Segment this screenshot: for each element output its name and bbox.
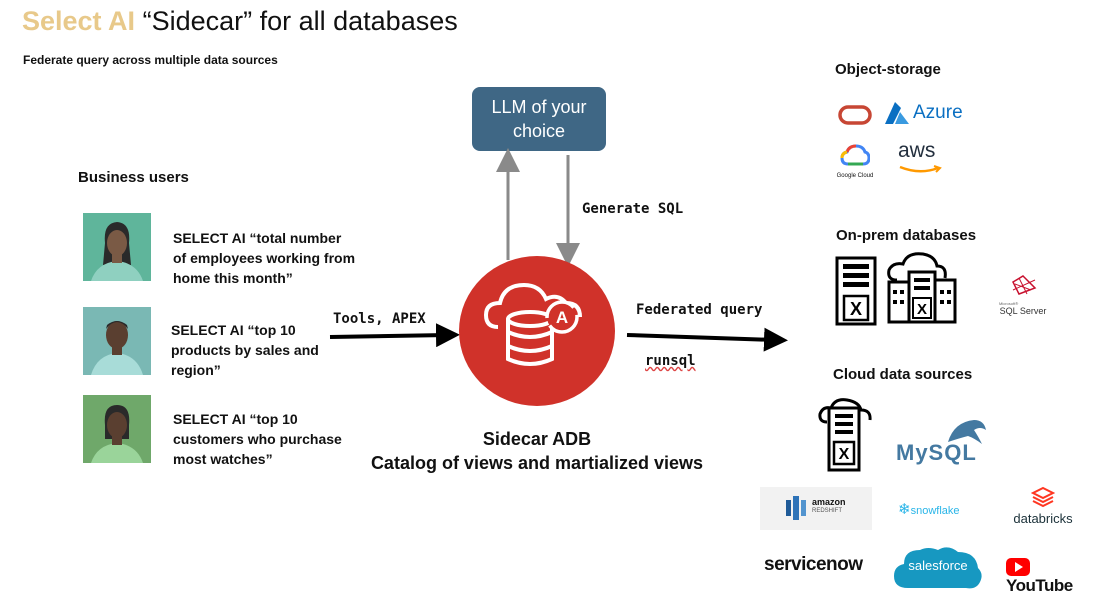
federated-query-label: Federated query [636,302,763,318]
arrow-tools-apex [329,323,460,348]
svg-text:X: X [850,299,862,319]
sql-server-label: SQL Server [999,306,1047,316]
cloud-server-icon: X [817,398,873,479]
aws-logo: aws [898,140,944,180]
page-title: Select AI “Sidecar” for all databases [22,6,458,37]
llm-label: LLM of your choice [491,97,587,141]
salesforce-logo: salesforce [892,544,984,590]
sidecar-caption: Sidecar ADB Catalog of views and martial… [330,427,744,475]
amazon-redshift-logo: amazon REDSHIFT [760,487,872,530]
snowflake-logo: ❄snowflake [898,500,960,519]
google-cloud-logo: Google Cloud [834,144,876,179]
server-tower-icon: X [835,256,877,331]
salesforce-label: salesforce [908,558,968,573]
sidecar-adb-icon: A [458,255,616,412]
databricks-logo: databricks [1004,486,1082,526]
user-query-1: SELECT AI “total number of employees wor… [173,230,356,286]
snowflake-icon: ❄ [898,501,911,518]
mysql-text: MySQL [896,440,977,465]
redshift-icon [786,496,806,520]
svg-text:A: A [556,308,568,327]
google-cloud-label: Google Cloud [836,173,874,179]
arrow-federated-query [626,327,788,352]
amazon-label: amazon [812,497,846,507]
sidecar-title: Sidecar ADB [482,429,592,449]
youtube-play-icon [1006,558,1030,576]
azure-label: Azure [913,102,963,123]
user-query-2: SELECT AI “top 10 products by sales and … [171,322,319,378]
databricks-label: databricks [1013,511,1073,526]
azure-logo: Azure [883,100,963,126]
tools-apex-label: Tools, APEX [333,311,426,327]
azure-icon [885,102,909,124]
llm-box: LLM of your choice [472,87,606,151]
title-accent: Select AI [22,6,136,36]
datacenter-icon: X [885,250,959,331]
databricks-icon [1030,486,1056,508]
snowflake-label: snowflake [910,505,960,517]
user-avatar-3 [83,395,151,463]
youtube-logo: YouTube [1006,558,1095,596]
object-storage-heading: Object-storage [835,61,941,78]
sql-server-logo: Microsoft® SQL Server [995,274,1051,316]
page-subtitle: Federate query across multiple data sour… [23,53,278,67]
cloud-sources-heading: Cloud data sources [833,366,973,383]
oracle-logo-icon [838,104,872,131]
user-query-3: SELECT AI “top 10 customers who purchase… [173,411,342,467]
sidecar-subtitle: Catalog of views and martialized views [370,453,704,473]
sql-server-small: Microsoft® [999,301,1019,306]
aws-smile-icon [899,165,942,173]
user-avatar-1 [83,213,151,281]
mysql-logo: MySQL [896,416,996,468]
user-avatar-2 [83,307,151,375]
salesforce-cloud-icon [894,547,982,589]
google-cloud-icon [840,144,871,166]
aws-label: aws [898,139,936,162]
title-rest: “Sidecar” for all databases [142,6,458,36]
svg-text:X: X [839,446,850,463]
svg-text:X: X [917,301,927,318]
mysql-label: MySQL [896,440,977,466]
mysql-dolphin-icon [948,420,986,444]
sql-server-icon [1012,275,1037,295]
servicenow-logo: servicenow [764,554,863,575]
runsql-label: runsql [645,353,696,369]
redshift-label: REDSHIFT [812,508,842,514]
business-users-heading: Business users [78,169,189,186]
on-prem-heading: On-prem databases [836,227,977,244]
generate-sql-label: Generate SQL [582,201,684,217]
youtube-label: YouTube [1006,576,1073,596]
